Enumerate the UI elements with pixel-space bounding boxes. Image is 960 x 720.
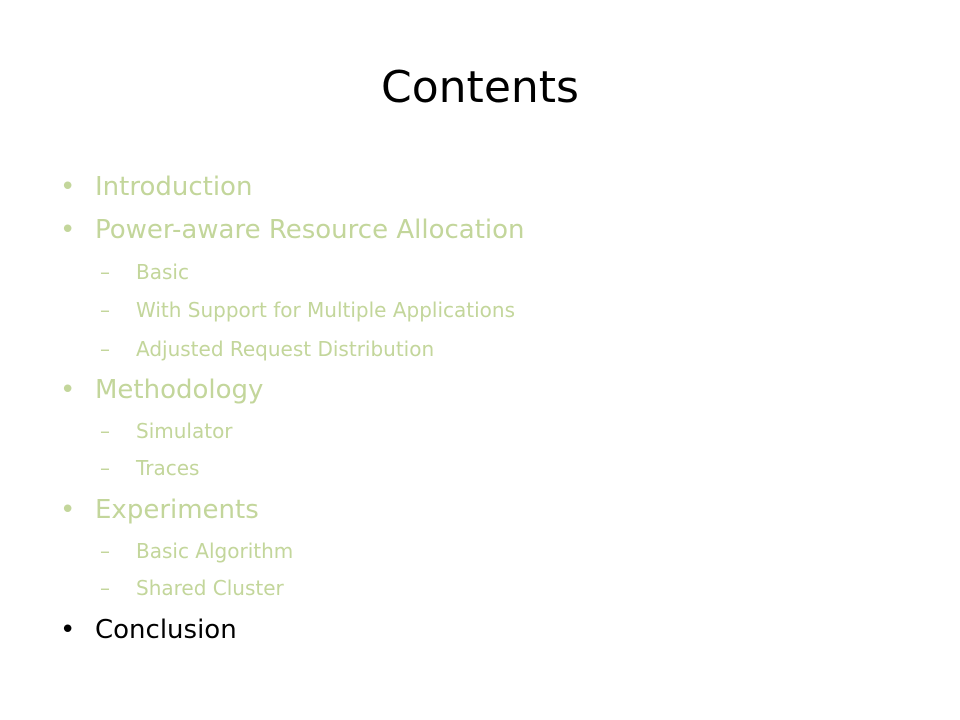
bullet-icon: •	[60, 215, 76, 245]
sub-item-simulator: – Simulator	[100, 418, 233, 444]
dash-icon: –	[100, 576, 110, 600]
sub-item-shared-cluster: – Shared Cluster	[100, 575, 284, 601]
dash-icon: –	[100, 419, 110, 443]
list-item-methodology: • Methodology	[60, 373, 263, 407]
bullet-icon: •	[60, 495, 76, 525]
sub-item-traces: – Traces	[100, 455, 199, 481]
dash-icon: –	[100, 298, 110, 322]
dash-icon: –	[100, 337, 110, 361]
sub-item-basic-algorithm: – Basic Algorithm	[100, 538, 293, 564]
bullet-icon: •	[60, 172, 76, 202]
list-item-label: With Support for Multiple Applications	[136, 298, 516, 322]
list-item-label: Shared Cluster	[136, 576, 284, 600]
list-item-label: Conclusion	[95, 615, 237, 645]
bullet-icon: •	[60, 615, 76, 645]
list-item-label: Traces	[136, 456, 200, 480]
list-item-introduction: • Introduction	[60, 170, 252, 204]
list-item-label: Adjusted Request Distribution	[136, 337, 435, 361]
list-item-label: Power-aware Resource Allocation	[95, 215, 525, 245]
bullet-icon: •	[60, 375, 76, 405]
list-item-label: Basic Algorithm	[136, 539, 294, 563]
list-item-label: Experiments	[95, 495, 259, 525]
list-item-label: Introduction	[95, 172, 253, 202]
list-item-label: Simulator	[136, 419, 233, 443]
list-item-experiments: • Experiments	[60, 493, 259, 527]
list-item-conclusion: • Conclusion	[60, 613, 237, 647]
list-item-label: Methodology	[95, 375, 264, 405]
list-item-power-aware-resource-allocation: • Power-aware Resource Allocation	[60, 213, 525, 247]
sub-item-basic: – Basic	[100, 259, 189, 285]
sub-item-adjusted-request-distribution: – Adjusted Request Distribution	[100, 336, 434, 362]
dash-icon: –	[100, 456, 110, 480]
sub-item-multiple-applications: – With Support for Multiple Applications	[100, 297, 515, 323]
dash-icon: –	[100, 539, 110, 563]
slide-title: Contents	[381, 62, 579, 113]
dash-icon: –	[100, 260, 110, 284]
list-item-label: Basic	[136, 260, 189, 284]
